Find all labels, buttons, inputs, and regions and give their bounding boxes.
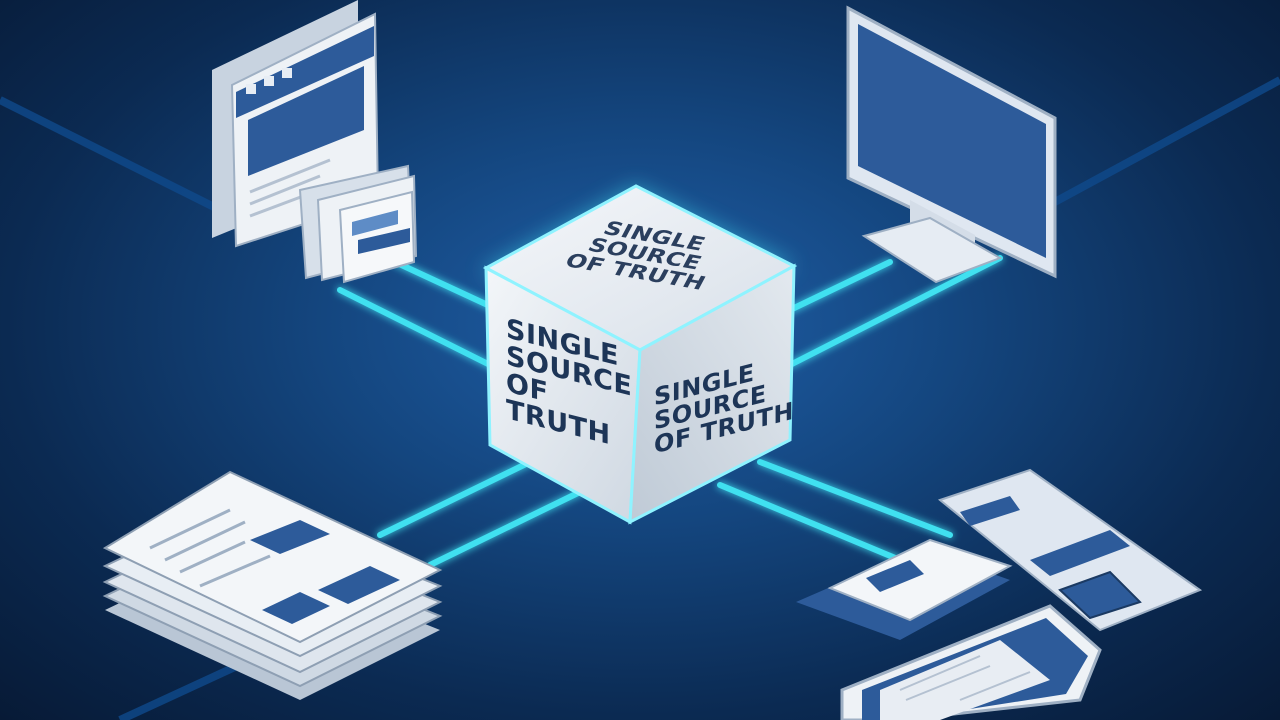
connector-lines — [337, 255, 1003, 568]
desktop-monitor-device — [846, 5, 1057, 284]
paper-stack-device — [102, 470, 443, 700]
web-documents-device — [212, 0, 418, 284]
single-source-cube — [480, 184, 798, 525]
cube-right-face — [628, 263, 796, 525]
tablet-brochure-device — [796, 468, 1203, 720]
